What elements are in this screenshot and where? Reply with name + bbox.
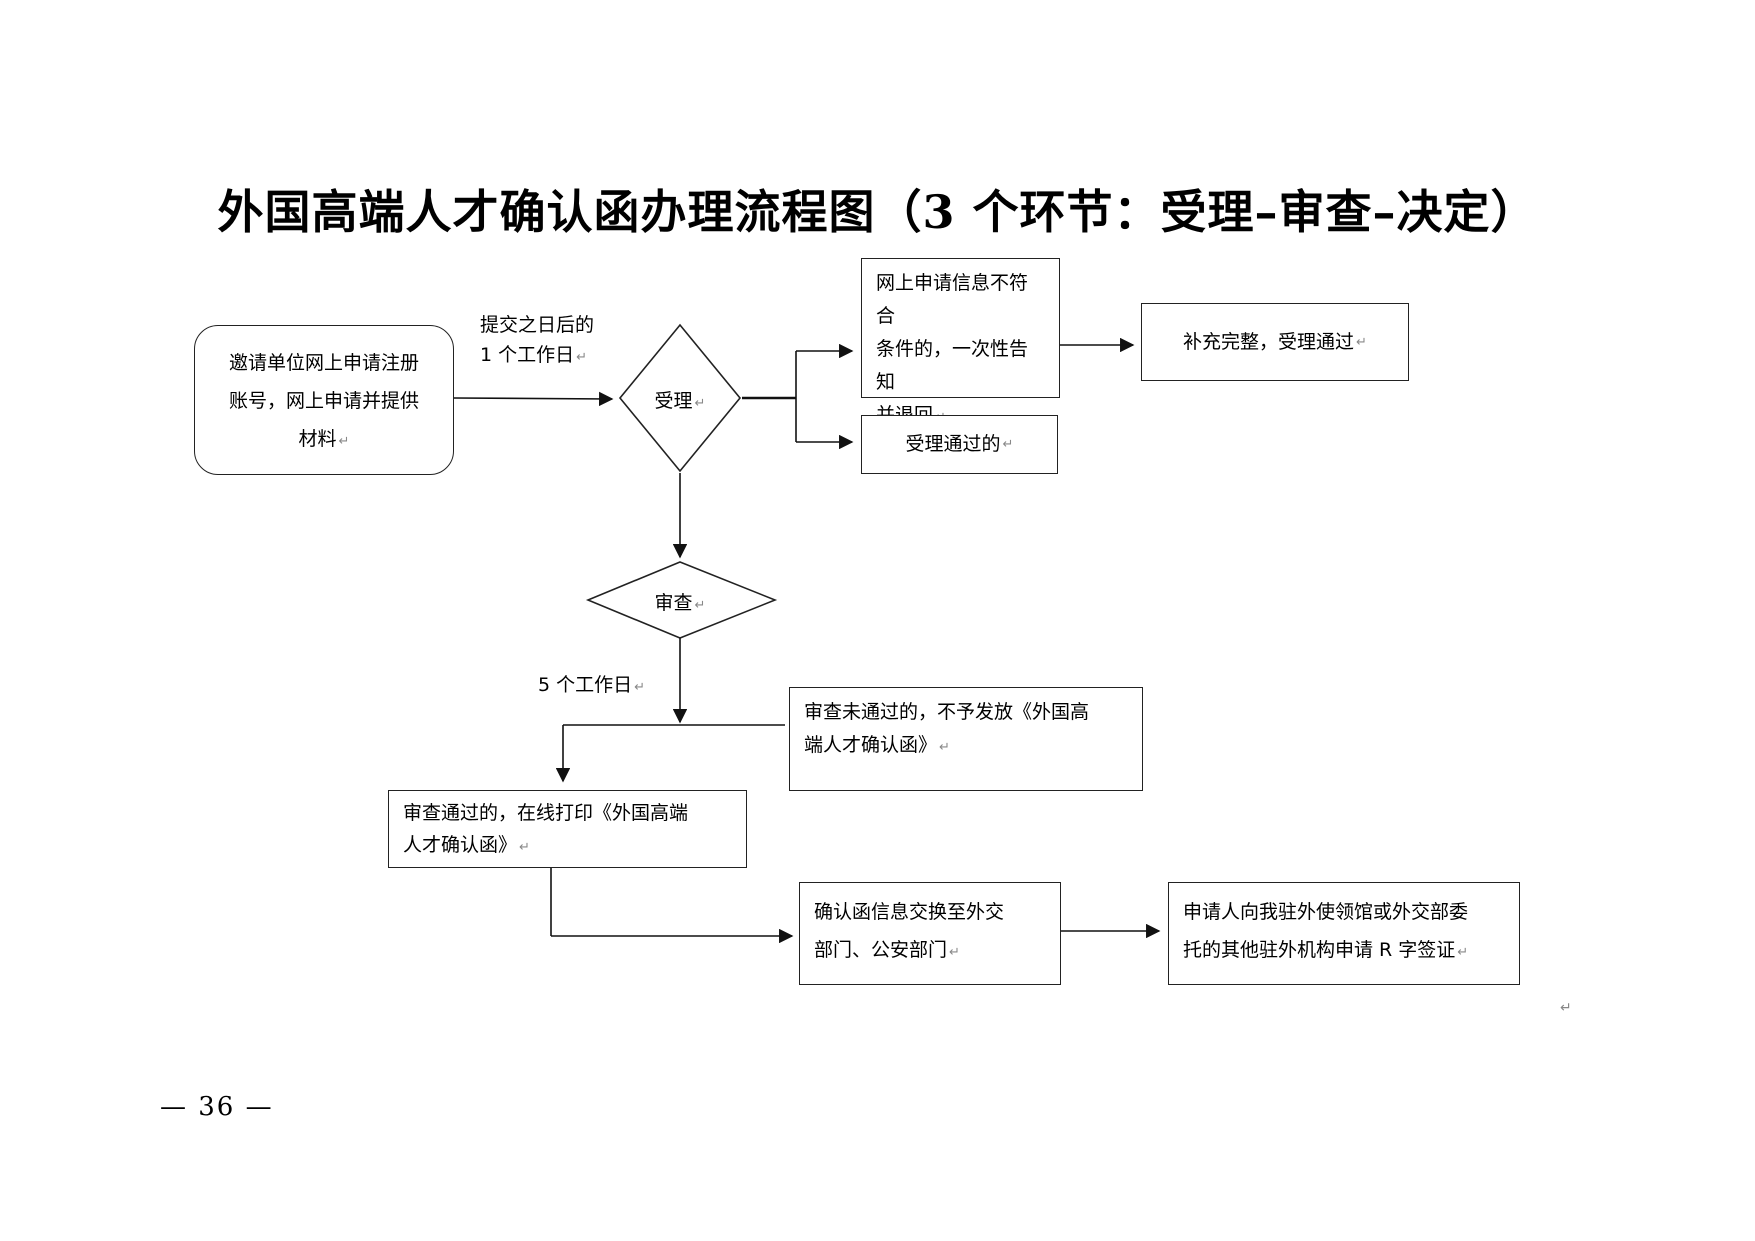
submit-deadline-line-2: 1 个工作日 [480, 344, 575, 366]
visa-box: 申请人向我驻外使领馆或外交部委 托的其他驻外机构申请 R 字签证↵ [1168, 882, 1520, 985]
supplement-box-text: 补充完整，受理通过 [1183, 330, 1355, 353]
reject-box-line-2: 条件的，一次性告知 [876, 338, 1029, 393]
accept-diamond-label: 受理↵ [640, 386, 720, 413]
arrow-start-to-accept [453, 391, 614, 407]
start-node-line-2: 账号，网上申请并提供 [228, 390, 419, 412]
accepted-box-text: 受理通过的 [905, 433, 1001, 455]
page-title: 外国高端人才确认函办理流程图（3 个环节：受理–审查–决定） [217, 185, 1538, 239]
paragraph-mark: ↵ [1002, 437, 1014, 452]
paragraph-mark: ↵ [1457, 945, 1469, 960]
submit-deadline-label: 提交之日后的 1 个工作日↵ [480, 310, 594, 373]
start-node-line-3: 材料 [298, 428, 337, 450]
paragraph-mark: ↵ [634, 680, 646, 695]
review-diamond-text: 审查 [654, 592, 693, 614]
paragraph-mark: ↵ [1560, 1000, 1572, 1016]
reject-box-line-1: 网上申请信息不符合 [876, 272, 1029, 327]
start-node: 邀请单位网上申请注册 账号，网上申请并提供 材料↵ [194, 325, 454, 475]
paragraph-mark: ↵ [694, 396, 706, 411]
supplement-box: 补充完整，受理通过↵ [1141, 303, 1409, 381]
review-failed-line-2: 端人才确认函》 [804, 734, 938, 756]
review-days-text: 5 个工作日 [538, 674, 633, 696]
paragraph-mark: ↵ [519, 840, 530, 855]
review-failed-line-1: 审查未通过的，不予发放《外国高 [804, 701, 1090, 723]
paragraph-mark: ↵ [1356, 334, 1367, 350]
accept-diamond-shape [618, 323, 742, 473]
accepted-box: 受理通过的↵ [861, 415, 1058, 474]
review-passed-line-2: 人才确认函》 [403, 834, 518, 856]
review-diamond-label: 审查↵ [640, 588, 720, 615]
review-passed-line-1: 审查通过的，在线打印《外国高端 [403, 802, 689, 824]
visa-box-line-2: 托的其他驻外机构申请 R 字签证 [1183, 939, 1456, 961]
exchange-box: 确认函信息交换至外交 部门、公安部门↵ [799, 882, 1061, 985]
review-failed-box: 审查未通过的，不予发放《外国高 端人才确认函》↵ [789, 687, 1143, 791]
paragraph-mark: ↵ [949, 945, 960, 960]
review-days-label: 5 个工作日↵ [538, 670, 645, 703]
visa-box-line-1: 申请人向我驻外使领馆或外交部委 [1183, 901, 1469, 923]
start-node-line-1: 邀请单位网上申请注册 [228, 352, 419, 374]
submit-deadline-line-1: 提交之日后的 [480, 314, 595, 336]
paragraph-mark: ↵ [694, 598, 706, 613]
exchange-box-line-1: 确认函信息交换至外交 [814, 901, 1005, 923]
exchange-box-line-2: 部门、公安部门 [814, 939, 948, 961]
reject-box: 网上申请信息不符合 条件的，一次性告知 并退回↵ [861, 258, 1060, 426]
paragraph-mark: ↵ [939, 740, 950, 755]
accept-diamond-text: 受理 [654, 390, 693, 412]
review-passed-box: 审查通过的，在线打印《外国高端 人才确认函》↵ [388, 790, 747, 868]
paragraph-mark: ↵ [576, 350, 588, 365]
paragraph-mark: ↵ [338, 434, 350, 449]
page-number: — 36 — [160, 1092, 274, 1122]
